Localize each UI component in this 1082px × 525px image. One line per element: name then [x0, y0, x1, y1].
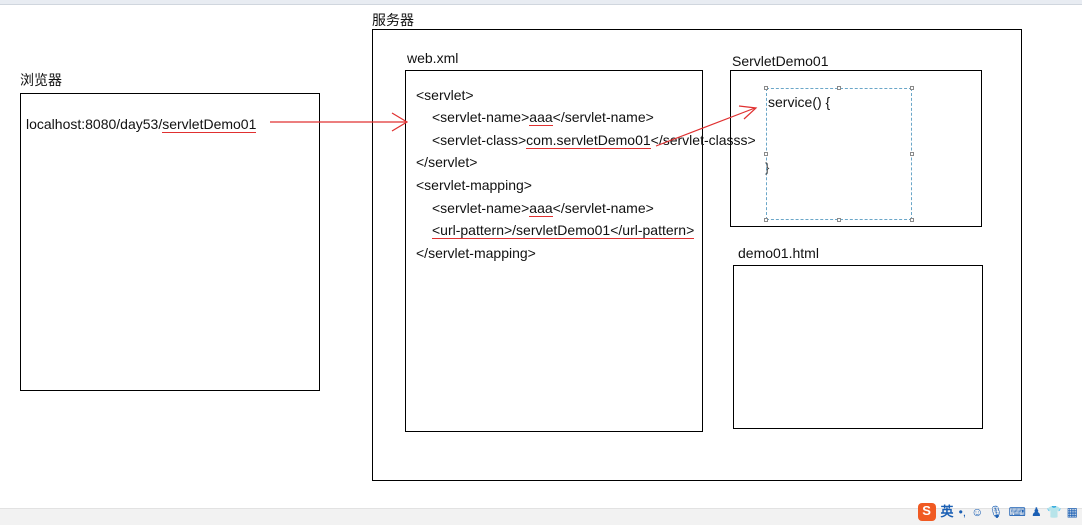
tag-mapping-name-open: <servlet-name> — [432, 200, 530, 216]
resize-handle-mr[interactable] — [910, 152, 914, 156]
code-line-mapping-close: </servlet-mapping> — [416, 245, 536, 261]
tag-url-pattern-open: <url-pattern> — [432, 222, 513, 238]
grid-icon[interactable]: ▦ — [1066, 505, 1078, 519]
code-line-servlet-name: <servlet-name>aaa</servlet-name> — [432, 109, 654, 126]
code-line-servlet-class: <servlet-class>com.servletDemo01</servle… — [432, 132, 756, 149]
resize-handle-tl[interactable] — [764, 86, 768, 90]
service-method-code: service() { — [768, 94, 831, 110]
url-prefix: localhost:8080/day53/ — [26, 116, 163, 132]
punctuation-icon[interactable]: •, — [958, 505, 967, 519]
resize-handle-br[interactable] — [910, 218, 914, 222]
browser-box — [20, 93, 320, 391]
tag-mapping-name-close: </servlet-name> — [552, 200, 654, 216]
browser-title: 浏览器 — [20, 72, 62, 88]
servlet-class-value: com.servletDemo01 — [526, 132, 651, 149]
tag-servlet-class-open: <servlet-class> — [432, 132, 527, 148]
resize-handle-tm[interactable] — [837, 86, 841, 90]
tag-servlet-name-open: <servlet-name> — [432, 109, 530, 125]
browser-url: localhost:8080/day53/servletDemo01 — [26, 116, 257, 133]
servletdemo-box — [730, 70, 982, 227]
servlet-name-value: aaa — [529, 109, 553, 126]
bottom-scrollbar[interactable] — [0, 508, 1082, 525]
user-icon[interactable]: ♟ — [1030, 505, 1042, 519]
resize-handle-bl[interactable] — [764, 218, 768, 222]
tag-servlet-name-close: </servlet-name> — [552, 109, 654, 125]
code-line-mapping-open: <servlet-mapping> — [416, 177, 532, 193]
microphone-icon[interactable]: 🎙 — [988, 505, 1004, 519]
demohtml-box — [733, 265, 983, 429]
keyboard-icon[interactable]: ⌨ — [1008, 505, 1026, 519]
url-pattern-underlined: <url-pattern>/servletDemo01</url-pattern… — [432, 222, 695, 239]
code-line-servlet-open: <servlet> — [416, 87, 474, 103]
ime-language-toggle[interactable]: 英 — [940, 504, 954, 519]
url-pattern-value: /servletDemo01 — [512, 222, 611, 238]
ime-toolbar: S 英 •, ☺ 🎙 ⌨ ♟ 👕 ▦ — [917, 500, 1078, 524]
webxml-box — [405, 70, 703, 432]
resize-handle-tr[interactable] — [910, 86, 914, 90]
resize-handle-ml[interactable] — [764, 152, 768, 156]
server-title: 服务器 — [372, 12, 414, 28]
demohtml-title: demo01.html — [738, 245, 819, 261]
servletdemo-title: ServletDemo01 — [732, 53, 829, 69]
emoji-icon[interactable]: ☺ — [971, 505, 984, 519]
shirt-icon[interactable]: 👕 — [1046, 505, 1062, 519]
sogou-ime-logo[interactable]: S — [917, 503, 936, 521]
url-path: servletDemo01 — [162, 116, 257, 133]
tag-url-pattern-close: </url-pattern> — [610, 222, 695, 238]
code-line-servlet-close: </servlet> — [416, 154, 478, 170]
code-line-mapping-name: <servlet-name>aaa</servlet-name> — [432, 200, 654, 217]
resize-handle-bm[interactable] — [837, 218, 841, 222]
webxml-title: web.xml — [407, 50, 459, 66]
code-line-url-pattern: <url-pattern>/servletDemo01</url-pattern… — [432, 222, 695, 239]
server-box — [372, 29, 1022, 481]
window-top-edge — [0, 0, 1082, 5]
mapping-name-value: aaa — [529, 200, 553, 217]
closing-brace: } — [765, 160, 770, 175]
